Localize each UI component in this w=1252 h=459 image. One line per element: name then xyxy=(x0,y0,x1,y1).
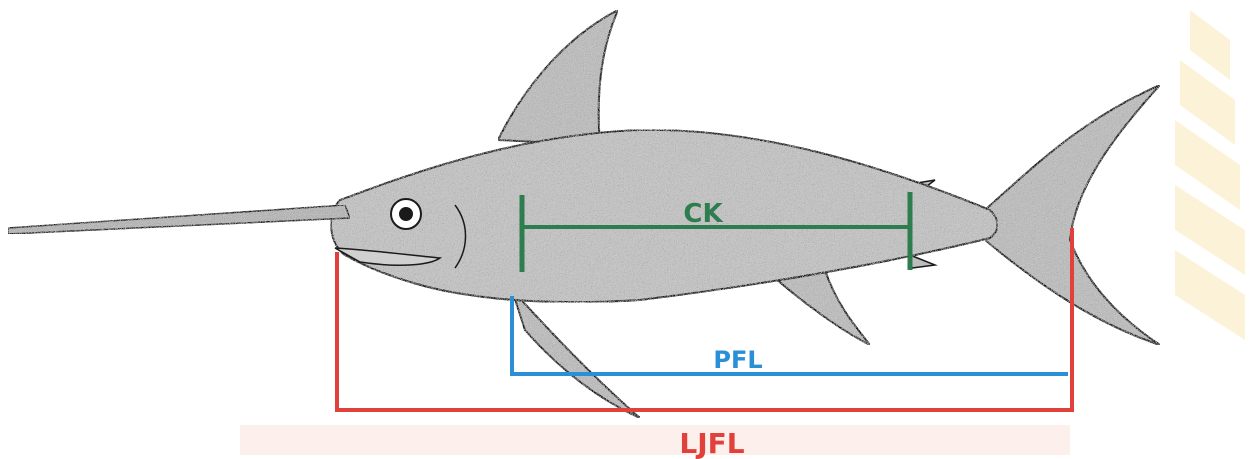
dorsal-fin xyxy=(498,10,618,145)
ck-label: CK xyxy=(683,199,723,229)
pfl-bracket xyxy=(512,296,1068,374)
fish-sword xyxy=(8,205,350,234)
swordfish-illustration xyxy=(8,10,1160,418)
pfl-measurement: PFL xyxy=(512,296,1068,374)
fish-body xyxy=(331,130,998,302)
pectoral-fin xyxy=(512,290,640,418)
pfl-label: PFL xyxy=(713,346,762,374)
ljfl-label: LJFL xyxy=(679,427,744,459)
anal-fin xyxy=(775,270,870,345)
